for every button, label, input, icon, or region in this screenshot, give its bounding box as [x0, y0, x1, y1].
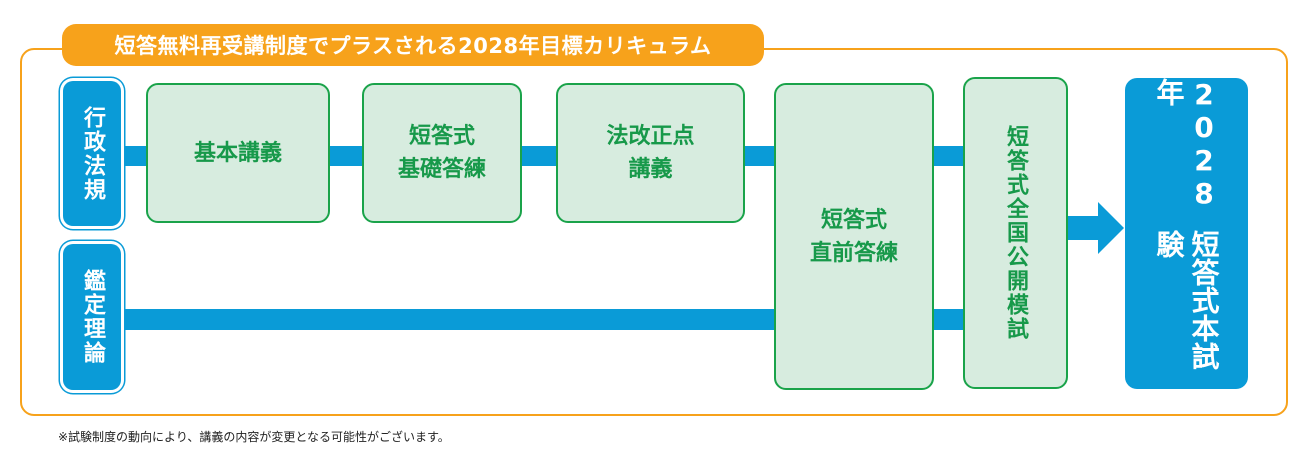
track-line-kantei [122, 309, 964, 330]
course-kihon-kogi: 基本講義 [146, 83, 330, 223]
track-line-gyosei [122, 146, 964, 166]
final-exam-year: 2028年 [1152, 78, 1221, 210]
arrow-right-icon [1068, 202, 1124, 254]
final-exam-box: 2028年 短答式本試験 [1125, 78, 1248, 389]
course-tantoshiki-kiso-toren: 短答式 基礎答練 [362, 83, 522, 223]
footnote: ※試験制度の動向により、講義の内容が変更となる可能性がございます。 [58, 430, 450, 444]
final-exam-name: 短答式本試験 [1152, 229, 1221, 370]
track-label-kantei: 鑑定理論 [63, 244, 121, 390]
curriculum-title: 短答無料再受講制度でプラスされる2028年目標カリキュラム [62, 24, 764, 66]
course-tantoshiki-chokuzen-toren: 短答式 直前答練 [774, 83, 934, 390]
course-hokaisei-kogi: 法改正点 講義 [556, 83, 745, 223]
track-label-gyosei: 行政法規 [63, 81, 121, 226]
course-zenkoku-moshi: 短答式全国公開模試 [963, 77, 1068, 389]
